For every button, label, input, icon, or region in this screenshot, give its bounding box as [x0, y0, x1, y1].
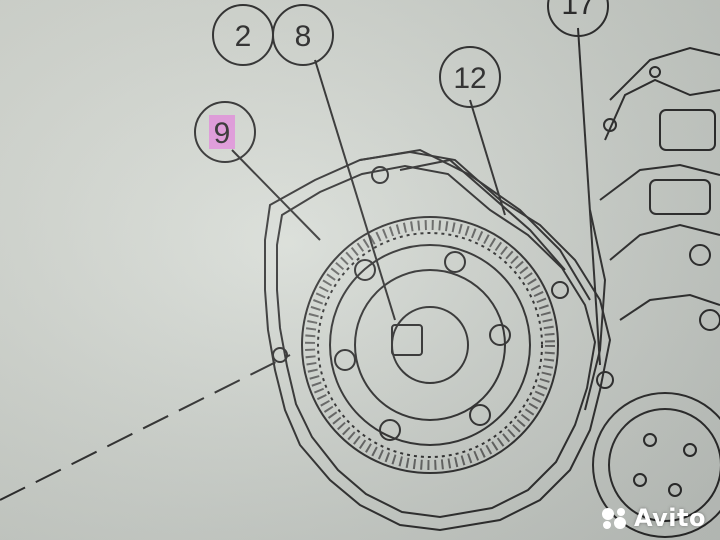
avito-brand-text: Avito [633, 504, 706, 532]
avito-watermark: Avito [600, 504, 706, 532]
avito-dots-icon [601, 508, 626, 529]
